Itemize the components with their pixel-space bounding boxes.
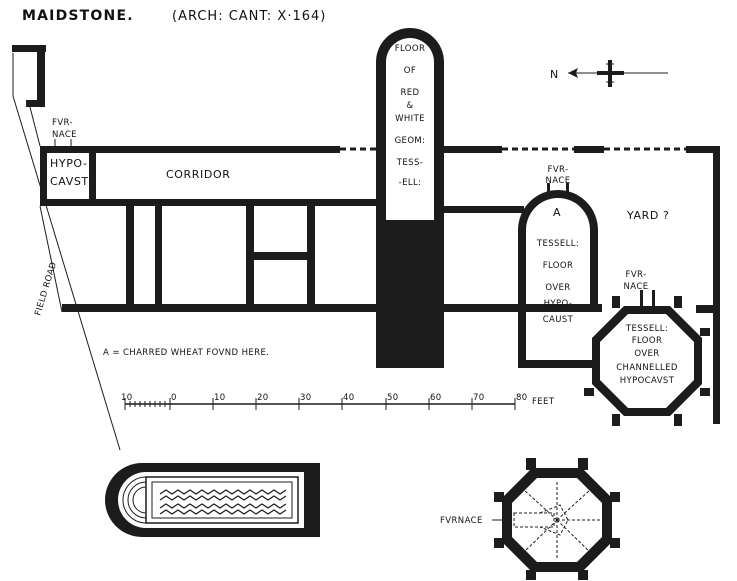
svg-text:50: 50	[387, 393, 399, 403]
svg-text:WHITE: WHITE	[395, 114, 425, 124]
svg-text:FVR-: FVR-	[548, 165, 569, 175]
svg-text:CAUST: CAUST	[543, 315, 574, 325]
north-arrow-icon	[568, 60, 668, 87]
svg-text:HYPO-: HYPO-	[50, 157, 88, 170]
svg-text:80: 80	[516, 393, 528, 403]
octagon-detail	[494, 458, 620, 580]
label-furnace-a: FVR- NACE	[546, 165, 571, 186]
svg-text:FLOOR: FLOOR	[543, 261, 574, 271]
svg-text:40: 40	[343, 393, 355, 403]
label-furnace-top-left: FVR- NACE	[52, 118, 77, 146]
building-walls	[12, 28, 720, 424]
svg-text:CHANNELLED: CHANNELLED	[616, 363, 678, 373]
label-note: A = CHARRED WHEAT FOVND HERE.	[103, 348, 269, 358]
label-corridor: CORRIDOR	[166, 168, 230, 181]
svg-text:&: &	[406, 101, 413, 111]
svg-text:RED: RED	[400, 88, 419, 98]
svg-text:OVER: OVER	[634, 349, 659, 359]
label-room-a: A	[553, 206, 561, 219]
svg-text:60: 60	[430, 393, 442, 403]
label-furnace-detail: FVRNACE	[440, 516, 483, 526]
svg-text:20: 20	[257, 393, 269, 403]
svg-text:-ELL:: -ELL:	[399, 178, 422, 188]
plan-reference: (ARCH: CANT: X·164)	[172, 9, 326, 24]
svg-text:OVER: OVER	[545, 283, 570, 293]
label-furnace-octagon: FVR- NACE	[624, 270, 649, 292]
scale-bar	[124, 398, 516, 410]
svg-text:FVR-: FVR-	[626, 270, 647, 280]
label-apse-floor: FLOOR OF RED & WHITE GEOM: TESS- -ELL:	[395, 44, 426, 188]
svg-text:TESSELL:: TESSELL:	[625, 324, 668, 334]
scale-labels: 10 0 10 20 30 40 50 60 70 80 FEET	[121, 393, 555, 407]
apse-detail	[105, 463, 320, 537]
label-tessell-floor: TESSELL: FLOOR OVER HYPO- CAUST	[536, 239, 579, 325]
svg-text:70: 70	[473, 393, 485, 403]
svg-text:TESS-: TESS-	[396, 158, 423, 168]
svg-text:NACE: NACE	[546, 176, 571, 186]
label-yard: YARD ?	[626, 209, 669, 222]
svg-text:30: 30	[300, 393, 312, 403]
svg-text:NACE: NACE	[624, 282, 649, 292]
label-hypocaust-left: HYPO- CAVST	[50, 157, 89, 188]
label-octagon-room: TESSELL: FLOOR OVER CHANNELLED HYPOCAVST	[616, 324, 678, 386]
svg-text:TESSELL:: TESSELL:	[536, 239, 579, 249]
scale-unit: FEET	[532, 397, 555, 407]
label-field-road: FIELD ROAD	[33, 261, 59, 317]
svg-text:FVR-: FVR-	[52, 118, 73, 128]
svg-text:CAVST: CAVST	[50, 175, 89, 188]
svg-text:HYPOCAVST: HYPOCAVST	[620, 376, 675, 386]
svg-text:OF: OF	[404, 66, 416, 76]
svg-text:FLOOR: FLOOR	[632, 336, 663, 346]
octagon-room	[584, 290, 710, 426]
svg-text:0: 0	[171, 393, 177, 403]
north-label: N	[550, 68, 559, 81]
svg-text:10: 10	[214, 393, 226, 403]
svg-text:10: 10	[121, 393, 133, 403]
plan-title: MAIDSTONE.	[22, 8, 134, 24]
svg-text:GEOM:: GEOM:	[395, 136, 426, 146]
svg-text:HYPO-: HYPO-	[544, 299, 573, 309]
svg-text:NACE: NACE	[52, 130, 77, 140]
field-road	[12, 53, 121, 451]
svg-text:FLOOR: FLOOR	[395, 44, 426, 54]
